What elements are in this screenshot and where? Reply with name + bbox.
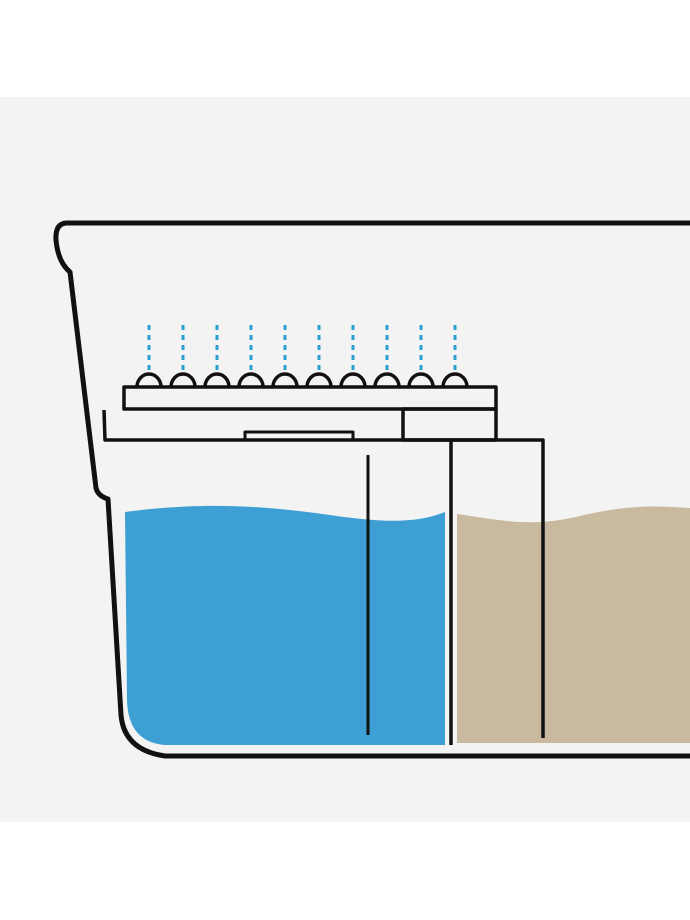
spray-nozzle: [135, 372, 163, 388]
spray-nozzle: [305, 372, 333, 388]
spray-nozzle: [441, 372, 469, 388]
spray-nozzle: [339, 372, 367, 388]
nozzle-row: [135, 325, 469, 388]
sediment-compartment: [457, 506, 690, 743]
spray-nozzle: [271, 372, 299, 388]
spray-nozzle: [373, 372, 401, 388]
tank-outline: [53, 220, 690, 759]
inner-shelf-line: [102, 409, 545, 738]
spray-nozzle: [169, 372, 197, 388]
water-compartment: [125, 505, 445, 745]
spray-nozzle: [203, 372, 231, 388]
spray-nozzle: [407, 372, 435, 388]
spray-nozzle: [237, 372, 265, 388]
spray-bar: [122, 385, 498, 411]
